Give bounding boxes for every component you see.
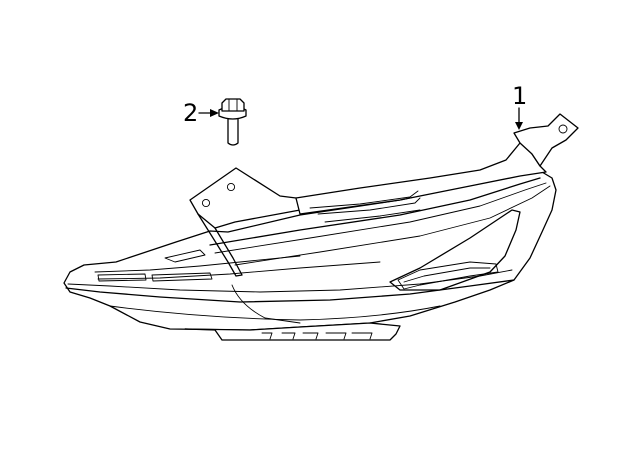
- top-trim-strip-inner: [214, 182, 547, 254]
- callout-1-arrowhead: [515, 122, 523, 130]
- projector-bowl: [231, 284, 301, 324]
- callout-1: 1: [512, 82, 527, 130]
- left-bracket-arm: [197, 213, 243, 277]
- lens-lower-edge: [65, 279, 515, 303]
- housing-fin-3: [324, 209, 421, 223]
- top-trim-strip: [209, 177, 541, 246]
- drl-cavity-outer: [389, 209, 521, 291]
- bottom-rail-slot-1: [261, 332, 273, 340]
- flange-bolt-icon[interactable]: [218, 98, 247, 146]
- left-bracket-hole-1: [201, 198, 211, 208]
- left-bracket-hole-2: [226, 182, 236, 192]
- headlamp-assembly-icon[interactable]: [63, 113, 579, 341]
- led-strip-left: [97, 273, 147, 282]
- housing-fin-2: [317, 197, 421, 215]
- bottom-rail-slot-2: [281, 332, 296, 340]
- projector-bowl-right: [109, 305, 441, 321]
- bolt-shank: [227, 115, 239, 146]
- callout-2-arrowhead: [210, 109, 219, 117]
- right-mount-tab: [513, 113, 579, 167]
- right-tab-hole: [558, 124, 568, 134]
- lens-lower-edge-inner: [67, 269, 513, 293]
- bottom-rail-slot-5: [351, 332, 373, 340]
- bottom-rail-slot-3: [302, 332, 319, 340]
- callout-2-number: 2: [183, 99, 198, 127]
- left-reflector-lower: [97, 261, 381, 280]
- left-reflector-upper: [94, 255, 301, 273]
- led-accent-left: [164, 249, 206, 263]
- bolt-hex-head: [221, 98, 245, 112]
- drl-light-pipe: [397, 261, 499, 290]
- top-trim-strip-lower: [234, 185, 551, 266]
- bolt-hex-edge: [228, 98, 238, 112]
- led-strip-mid: [151, 272, 213, 282]
- callout-1-number: 1: [512, 82, 527, 110]
- housing-fin-1: [309, 190, 419, 209]
- callout-2: 2: [183, 99, 219, 127]
- drl-light-pipe-inner: [403, 267, 491, 283]
- bottom-mount-rail: [184, 322, 401, 341]
- bottom-rail-slot-4: [325, 332, 347, 340]
